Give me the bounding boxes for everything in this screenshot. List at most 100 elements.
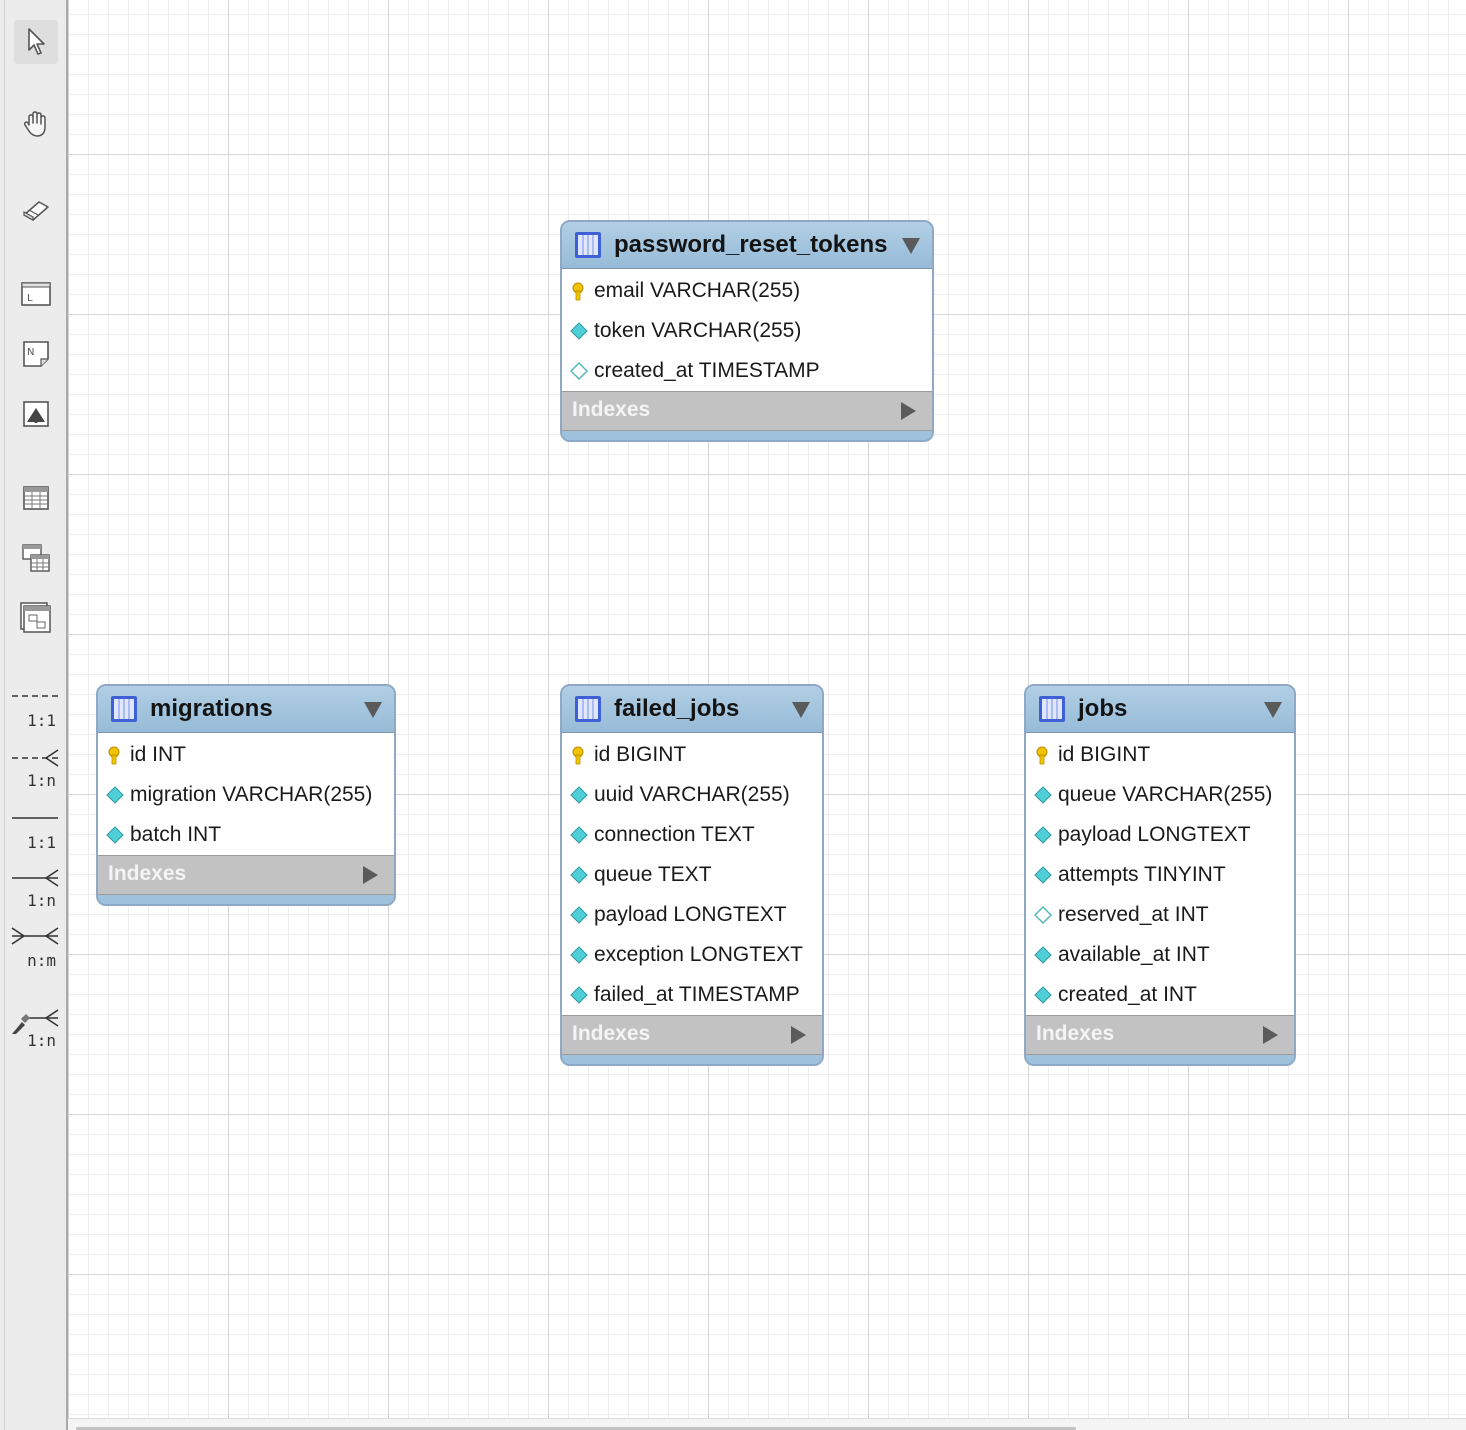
column-label: migration VARCHAR(255) — [130, 783, 373, 806]
table-password-reset-tokens[interactable]: password_reset_tokens email VARCHAR(255)… — [560, 220, 934, 442]
svg-text:N: N — [27, 347, 34, 358]
column-row[interactable]: reserved_at INT — [1026, 895, 1294, 935]
indexes-label: Indexes — [572, 398, 651, 421]
table-failed-jobs[interactable]: failed_jobs id BIGINT uuid VARCHAR(255) … — [560, 684, 824, 1066]
column-row[interactable]: id BIGINT — [562, 735, 822, 775]
table-header[interactable]: failed_jobs — [562, 686, 822, 733]
one-to-one-solid-icon — [12, 817, 58, 819]
column-row[interactable]: created_at TIMESTAMP — [562, 351, 932, 391]
relationship-1-1-identifying-tool[interactable]: 1:1 — [8, 806, 62, 854]
column-row[interactable]: queue TEXT — [562, 855, 822, 895]
indexes-section[interactable]: Indexes — [562, 1015, 822, 1055]
expand-arrow-icon[interactable] — [1263, 1026, 1278, 1044]
table-jobs[interactable]: jobs id BIGINT queue VARCHAR(255) payloa… — [1024, 684, 1296, 1066]
table-icon — [1039, 696, 1065, 722]
horizontal-scrollbar[interactable] — [68, 1418, 1466, 1430]
primary-key-icon — [572, 746, 584, 765]
column-row[interactable]: connection TEXT — [562, 815, 822, 855]
column-row[interactable]: available_at INT — [1026, 935, 1294, 975]
column-diamond-icon — [570, 866, 588, 884]
relationship-label: n:m — [27, 951, 56, 970]
column-row[interactable]: payload LONGTEXT — [1026, 815, 1294, 855]
relationship-label: 1:n — [27, 1031, 56, 1050]
note-tool-button[interactable]: N — [14, 332, 58, 376]
view-tool-button[interactable] — [14, 536, 58, 580]
column-label: created_at INT — [1058, 983, 1197, 1006]
collapse-toggle-icon[interactable] — [902, 238, 920, 254]
table-tool-button[interactable] — [14, 476, 58, 520]
select-tool-button[interactable] — [14, 20, 58, 64]
column-row[interactable]: id INT — [98, 735, 394, 775]
relationship-1-n-identifying-tool[interactable]: 1:n — [8, 864, 62, 912]
pick-columns-relationship-icon — [12, 1009, 59, 1034]
eraser-tool-button[interactable] — [14, 188, 58, 232]
hand-tool-button[interactable] — [14, 102, 58, 146]
table-icon — [575, 232, 601, 258]
one-to-many-solid-icon — [12, 869, 59, 887]
table-footer — [562, 1055, 822, 1064]
table-icon — [111, 696, 137, 722]
indexes-section[interactable]: Indexes — [562, 391, 932, 431]
one-to-one-dashed-icon — [12, 695, 58, 697]
table-header[interactable]: migrations — [98, 686, 394, 733]
table-name: password_reset_tokens — [614, 231, 888, 258]
column-row[interactable]: attempts TINYINT — [1026, 855, 1294, 895]
column-diamond-icon — [570, 826, 588, 844]
diagram-toolbar: L N — [0, 0, 68, 1430]
expand-arrow-icon[interactable] — [901, 402, 916, 420]
table-name: migrations — [150, 695, 273, 722]
column-diamond-icon — [1034, 826, 1052, 844]
column-row[interactable]: batch INT — [98, 815, 394, 855]
column-diamond-icon — [570, 786, 588, 804]
expand-arrow-icon[interactable] — [791, 1026, 806, 1044]
column-row[interactable]: queue VARCHAR(255) — [1026, 775, 1294, 815]
column-row[interactable]: id BIGINT — [1026, 735, 1294, 775]
hand-icon — [23, 111, 46, 137]
arrow-pointer-icon — [28, 28, 45, 55]
diagram-canvas[interactable]: password_reset_tokens email VARCHAR(255)… — [68, 0, 1466, 1418]
indexes-section[interactable]: Indexes — [1026, 1015, 1294, 1055]
column-diamond-icon — [570, 946, 588, 964]
relationship-label: 1:n — [27, 771, 56, 790]
collapse-toggle-icon[interactable] — [364, 702, 382, 718]
column-row[interactable]: payload LONGTEXT — [562, 895, 822, 935]
table-footer — [562, 431, 932, 440]
column-row[interactable]: uuid VARCHAR(255) — [562, 775, 822, 815]
column-row[interactable]: exception LONGTEXT — [562, 935, 822, 975]
image-tool-button[interactable] — [14, 392, 58, 436]
collapse-toggle-icon[interactable] — [1264, 702, 1282, 718]
column-row[interactable]: created_at INT — [1026, 975, 1294, 1015]
indexes-section[interactable]: Indexes — [98, 855, 394, 895]
table-footer — [98, 895, 394, 904]
scrollbar-thumb[interactable] — [76, 1427, 1076, 1430]
table-header[interactable]: password_reset_tokens — [562, 222, 932, 269]
column-diamond-icon — [1034, 986, 1052, 1004]
column-label: reserved_at INT — [1058, 903, 1209, 926]
column-row[interactable]: token VARCHAR(255) — [562, 311, 932, 351]
column-row[interactable]: email VARCHAR(255) — [562, 271, 932, 311]
primary-key-icon — [572, 282, 584, 301]
routine-group-tool-button[interactable] — [14, 596, 58, 640]
relationship-1-n-non-identifying-tool[interactable]: 1:n — [8, 744, 62, 792]
column-label: available_at INT — [1058, 943, 1210, 966]
relationship-1-n-existing-columns-tool[interactable]: 1:n — [8, 1002, 62, 1050]
svg-text:L: L — [27, 293, 33, 304]
table-header[interactable]: jobs — [1026, 686, 1294, 733]
column-diamond-icon — [1034, 866, 1052, 884]
expand-arrow-icon[interactable] — [363, 866, 378, 884]
column-label: created_at TIMESTAMP — [594, 359, 820, 382]
table-migrations[interactable]: migrations id INT migration VARCHAR(255)… — [96, 684, 396, 906]
relationship-1-1-non-identifying-tool[interactable]: 1:1 — [8, 684, 62, 732]
table-icon — [23, 486, 49, 510]
relationship-label: 1:1 — [27, 833, 56, 852]
collapse-toggle-icon[interactable] — [792, 702, 810, 718]
relationship-label: 1:1 — [27, 711, 56, 730]
relationship-n-m-identifying-tool[interactable]: n:m — [8, 924, 62, 972]
many-to-many-icon — [11, 927, 59, 945]
column-diamond-icon — [570, 322, 588, 340]
layer-tool-button[interactable]: L — [14, 272, 58, 316]
column-row[interactable]: failed_at TIMESTAMP — [562, 975, 822, 1015]
column-row[interactable]: migration VARCHAR(255) — [98, 775, 394, 815]
column-label: email VARCHAR(255) — [594, 279, 801, 302]
